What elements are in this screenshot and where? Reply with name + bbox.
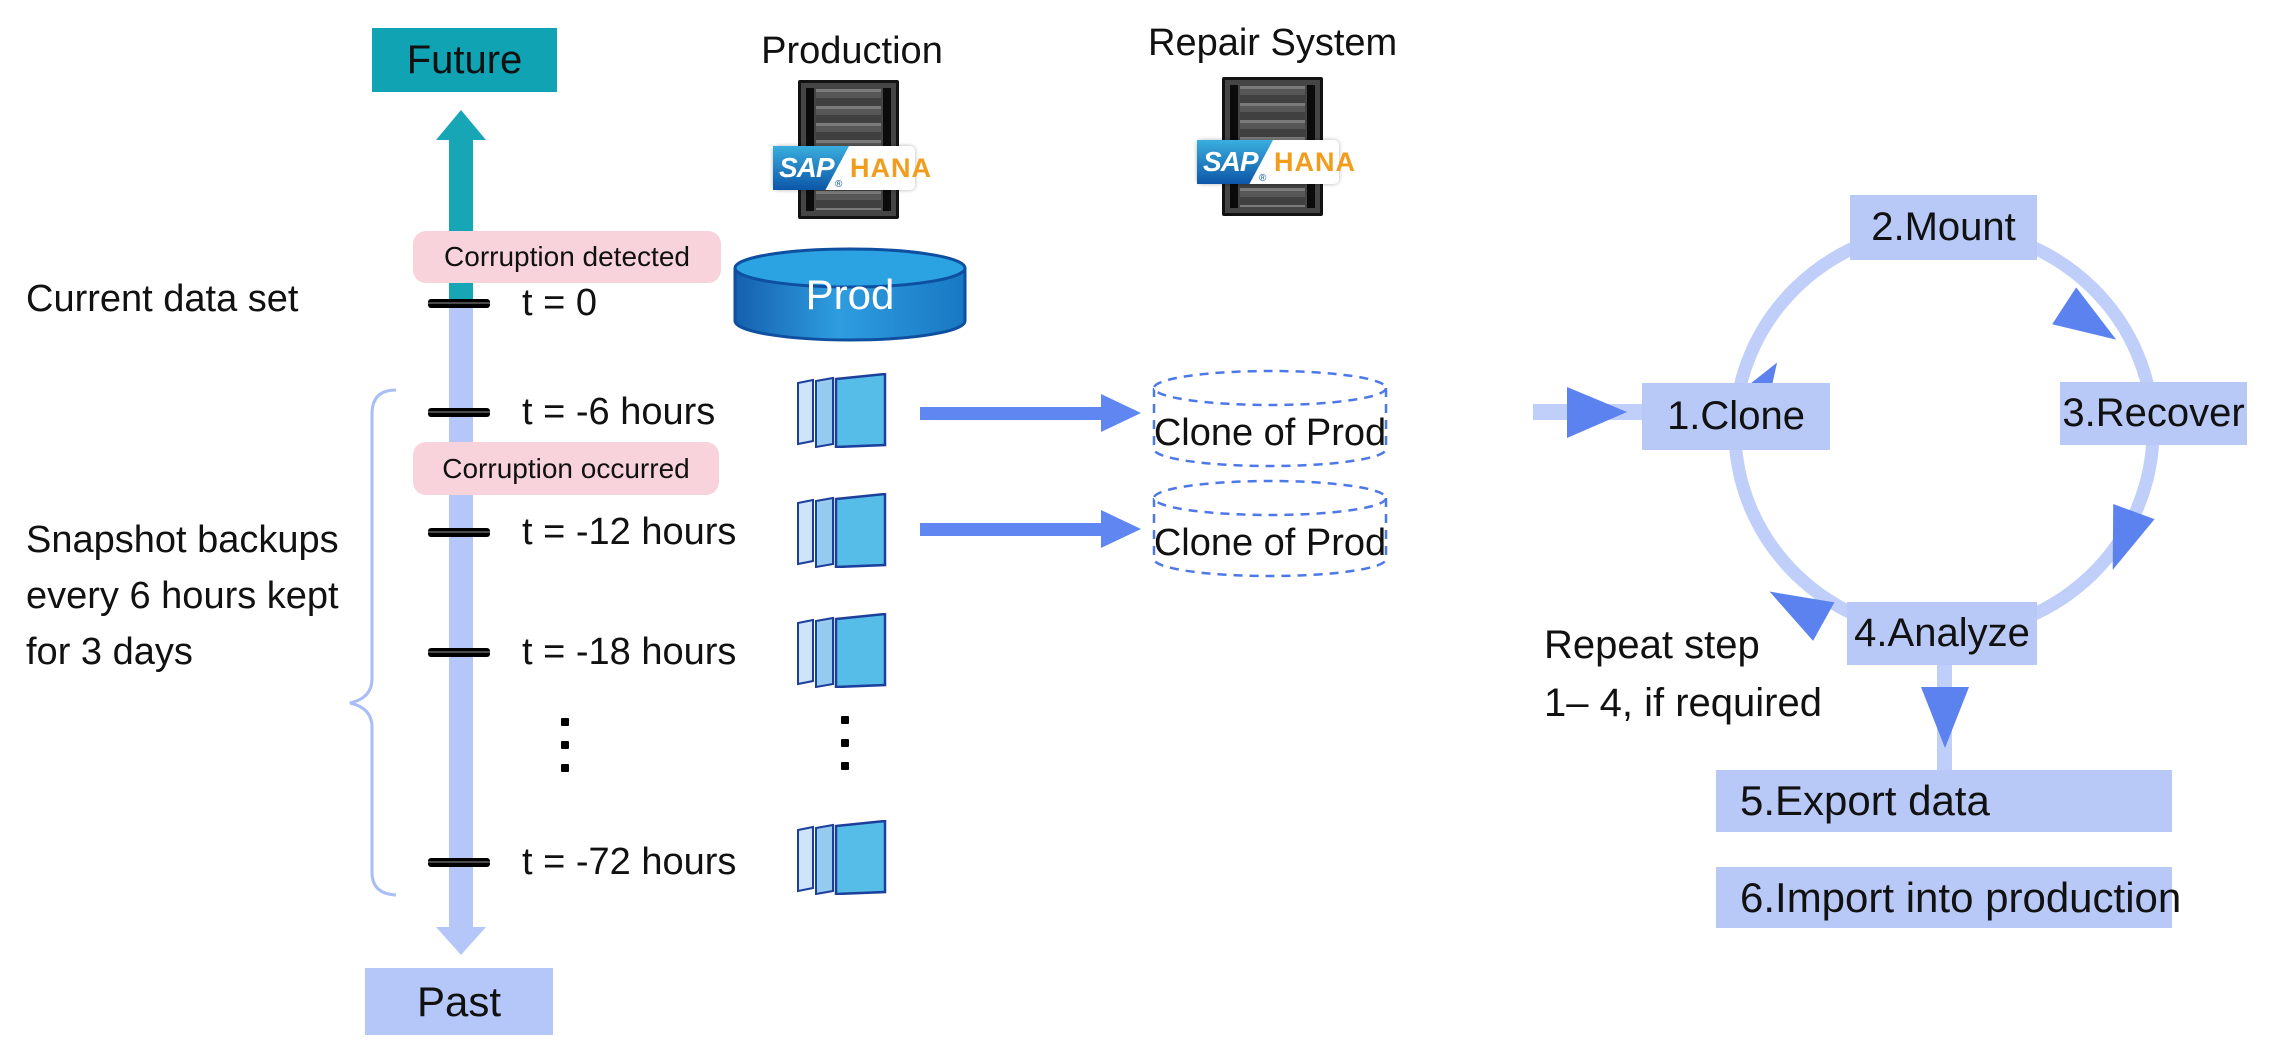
corruption-occurred-label: Corruption occurred <box>442 452 690 484</box>
snapshot-note: Snapshot backups every 6 hours kept for … <box>26 512 339 680</box>
sap-hana-logo-repair: SAP ® HANA <box>1197 140 1355 184</box>
corruption-occurred-badge: Corruption occurred <box>413 442 719 495</box>
current-data-set-label: Current data set <box>26 278 299 320</box>
clone-of-prod-label-1: Clone of Prod <box>1153 411 1387 454</box>
step-recover-label: 3.Recover <box>2062 391 2245 435</box>
tick-label-t0: t = 0 <box>522 282 597 324</box>
snapshot-icon-1 <box>797 373 887 448</box>
step-analyze-label: 4.Analyze <box>1854 611 2030 655</box>
sap-logo-shape: SAP <box>1197 140 1273 184</box>
tick-label-t-12: t = -12 hours <box>522 511 737 553</box>
registered-mark: ® <box>835 179 843 190</box>
past-label: Past <box>416 977 502 1025</box>
timeline-up-arrow-icon <box>436 110 486 140</box>
ring-arrowhead-analyze-to-clone <box>1769 591 1835 641</box>
snapshot-note-line1: Snapshot backups <box>26 519 339 561</box>
ring-arrowhead-mount-to-recover <box>2052 287 2117 340</box>
step-export-box: 5.Export data <box>1716 770 2172 832</box>
step-recover-box: 3.Recover <box>2060 382 2247 445</box>
tick-mark-t-72 <box>428 858 490 867</box>
timeline-ellipsis-icon <box>561 718 569 787</box>
timeline-shaft-past <box>449 303 473 929</box>
analyze-to-export-arrow-icon <box>1921 687 1969 748</box>
past-box: Past <box>365 968 553 1035</box>
corruption-detected-label: Corruption detected <box>444 241 690 272</box>
production-title: Production <box>761 30 943 72</box>
repair-system-title: Repair System <box>1148 22 1398 64</box>
sap-wordmark: SAP <box>779 152 835 183</box>
future-label: Future <box>406 37 523 82</box>
clone-of-prod-cylinder-2-icon <box>1152 479 1388 578</box>
step-import-box: 6.Import into production <box>1716 867 2181 928</box>
future-box: Future <box>372 28 557 92</box>
snapshot-range-brace-icon <box>349 388 397 897</box>
tick-mark-t-12 <box>428 528 490 537</box>
sap-wordmark: SAP <box>1203 146 1259 177</box>
repeat-note-line1: Repeat step <box>1544 623 1760 667</box>
snapshot-ellipsis-icon <box>841 716 849 785</box>
sap-hana-logo: SAP ® HANA <box>773 146 931 190</box>
clone-arrow-2-head-icon <box>1101 510 1141 548</box>
prod-label: Prod <box>805 271 895 318</box>
step-mount-box: 2.Mount <box>1850 195 2037 260</box>
clone-of-prod-label-2: Clone of Prod <box>1153 521 1387 564</box>
hana-wordmark: HANA <box>850 153 932 183</box>
step-clone-box: 1.Clone <box>1642 383 1830 450</box>
step-analyze-box: 4.Analyze <box>1847 602 2037 665</box>
corruption-detected-badge: Corruption detected <box>413 231 721 283</box>
clone-arrow-2 <box>920 523 1103 536</box>
snapshot-icon-2 <box>797 493 887 568</box>
tick-label-t-72: t = -72 hours <box>522 841 737 883</box>
clone-of-prod-cylinder-1-icon <box>1152 369 1388 468</box>
tick-mark-t-18 <box>428 648 490 657</box>
step-clone-label: 1.Clone <box>1667 394 1805 438</box>
snapshot-note-line2: every 6 hours kept <box>26 575 339 617</box>
step-export-label: 5.Export data <box>1740 777 1990 824</box>
clone-arrow-1-head-icon <box>1101 394 1141 432</box>
registered-mark: ® <box>1259 173 1267 184</box>
tick-label-t-18: t = -18 hours <box>522 631 737 673</box>
step-mount-label: 2.Mount <box>1871 205 2016 249</box>
snapshot-icon-3 <box>797 613 887 688</box>
repeat-note-line2: 1– 4, if required <box>1544 681 1822 725</box>
snapshot-note-line3: for 3 days <box>26 631 193 673</box>
tick-mark-t-6 <box>428 408 490 417</box>
repeat-note: Repeat step 1– 4, if required <box>1544 616 1822 732</box>
tick-label-t-6: t = -6 hours <box>522 391 716 433</box>
timeline-down-arrow-icon <box>436 927 486 955</box>
entry-arrow-icon <box>1567 387 1627 438</box>
ring-arrowhead-recover-to-analyze <box>2112 504 2155 570</box>
step-import-label: 6.Import into production <box>1740 873 2182 921</box>
prod-database-cylinder-icon <box>733 247 967 342</box>
hana-wordmark: HANA <box>1274 147 1356 177</box>
tick-mark-t0 <box>428 299 490 308</box>
snapshot-icon-4 <box>797 820 887 895</box>
clone-arrow-1 <box>920 407 1103 420</box>
